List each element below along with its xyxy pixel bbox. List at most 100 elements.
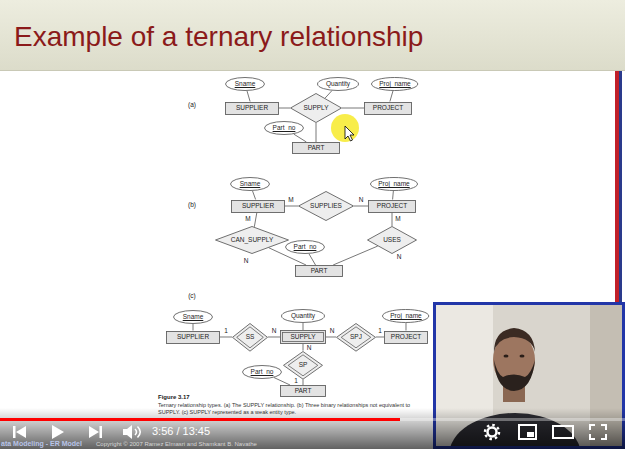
relationship-name: SPJ [350, 333, 362, 341]
relationship-diamond: CAN_SUPPLY [215, 226, 289, 254]
attribute-name: Proj_name [379, 80, 410, 88]
relationship-line [303, 379, 304, 385]
attribute-name: Proj_name [378, 180, 409, 188]
cardinality-label: M [245, 215, 250, 222]
part-letter: (c) [188, 292, 196, 299]
cardinality-label: M [395, 215, 400, 222]
entity-name: SUPPLIER [236, 104, 268, 112]
relationship-name: SS [246, 333, 255, 341]
weak-entity-box: SUPPLY [280, 330, 326, 344]
attribute-name: Sname [183, 313, 204, 321]
relationship-name: SP [299, 361, 308, 369]
relationship-line [333, 246, 378, 265]
relationship-diamond: USES [367, 226, 417, 254]
relationship-line [220, 336, 232, 337]
relationship-line [316, 123, 317, 142]
relationship-line [342, 108, 364, 109]
relationship-line [303, 323, 304, 330]
entity-name: PART [311, 267, 328, 275]
entity-name: PROJECT [373, 104, 403, 112]
attribute-ellipse: Sname [225, 77, 265, 91]
relationship-line [303, 344, 304, 351]
entity-box: PROJECT [368, 200, 416, 213]
entity-name: SUPPLY [290, 333, 315, 341]
cardinality-label: N [330, 327, 335, 334]
attribute-ellipse: Proj_name [371, 77, 418, 91]
slide-title: Example of a ternary relationship [14, 21, 423, 53]
relationship-diamond: SUPPLIES [298, 191, 354, 221]
video-time: 3:56 / 13:45 [152, 425, 210, 438]
figure-number: Figure 3.17 [158, 394, 190, 401]
relationship-line [354, 206, 368, 207]
cardinality-label: 1 [294, 377, 298, 384]
relationship-name: SUPPLY [303, 104, 328, 112]
entity-box: SUPPLIER [166, 331, 220, 344]
cardinality-label: N [272, 327, 277, 334]
footer-text: ata Modeling - ER Model [1, 440, 82, 448]
entity-name: SUPPLIER [177, 333, 209, 341]
relationship-line [405, 323, 406, 331]
attribute-name: Part_no [294, 243, 317, 251]
relationship-line [294, 134, 307, 142]
entity-box: PART [295, 265, 343, 277]
identifying-relationship-diamond: SPJ [336, 323, 376, 352]
entity-box: SUPPLIER [231, 200, 285, 213]
entity-box: PART [280, 385, 326, 397]
cardinality-label: N [307, 344, 312, 351]
attribute-ellipse: Sname [173, 310, 213, 324]
title-rule [0, 70, 625, 71]
entity-box: PART [292, 142, 340, 154]
relationship-line [254, 213, 257, 227]
attribute-ellipse: Quantity [281, 309, 325, 323]
progress-played [0, 418, 400, 421]
attribute-name: Sname [235, 80, 256, 88]
cursor-highlight [331, 114, 359, 142]
relationship-line [325, 91, 332, 98]
attribute-name: Part_no [273, 124, 296, 132]
figure-caption: Ternary relationship types. (a) The SUPP… [158, 402, 428, 416]
attribute-ellipse: Part_no [285, 240, 325, 254]
relationship-name: USES [383, 236, 401, 244]
relationship-diamond: SUPPLY [290, 93, 342, 123]
part-letter: (a) [188, 101, 196, 108]
attribute-ellipse: Proj_name [382, 309, 429, 323]
part-letter: (b) [188, 201, 196, 208]
entity-name: PROJECT [391, 333, 421, 341]
progress-track [0, 418, 625, 421]
attribute-ellipse: Part_no [264, 121, 304, 135]
cardinality-label: N [244, 257, 249, 264]
relationship-line [392, 213, 393, 227]
entity-name: SUPPLIER [242, 202, 274, 210]
relationship-name: CAN_SUPPLY [231, 236, 274, 244]
cardinality-label: 1 [378, 327, 382, 334]
entity-box: PROJECT [364, 102, 412, 115]
attribute-ellipse: Proj_name [370, 177, 418, 191]
entity-box: PROJECT [384, 331, 428, 344]
relationship-line [392, 191, 394, 200]
relationship-line [279, 108, 290, 109]
attribute-ellipse: Quantity [317, 77, 359, 91]
edge-bar [619, 71, 622, 303]
relationship-line [274, 378, 290, 385]
cardinality-label: N [359, 196, 364, 203]
attribute-name: Quantity [291, 312, 315, 320]
entity-box: SUPPLIER [225, 102, 279, 115]
player-controls-shade [0, 408, 625, 449]
relationship-line [376, 336, 384, 337]
relationship-line [247, 91, 250, 102]
identifying-relationship-diamond: SP [283, 351, 323, 380]
title-band [0, 0, 625, 70]
entity-name: PART [308, 144, 325, 152]
entity-name: PART [295, 387, 312, 395]
attribute-ellipse: Part_no [242, 365, 282, 379]
identifying-relationship-diamond: SS [232, 323, 268, 352]
edge-bar [615, 71, 619, 303]
attribute-ellipse: Sname [230, 177, 270, 191]
relationship-line [285, 206, 298, 207]
footer-text: Copyright © 2007 Ramez Elmasri and Shamk… [96, 441, 257, 448]
cardinality-label: 1 [224, 327, 228, 334]
entity-name: PROJECT [377, 202, 407, 210]
